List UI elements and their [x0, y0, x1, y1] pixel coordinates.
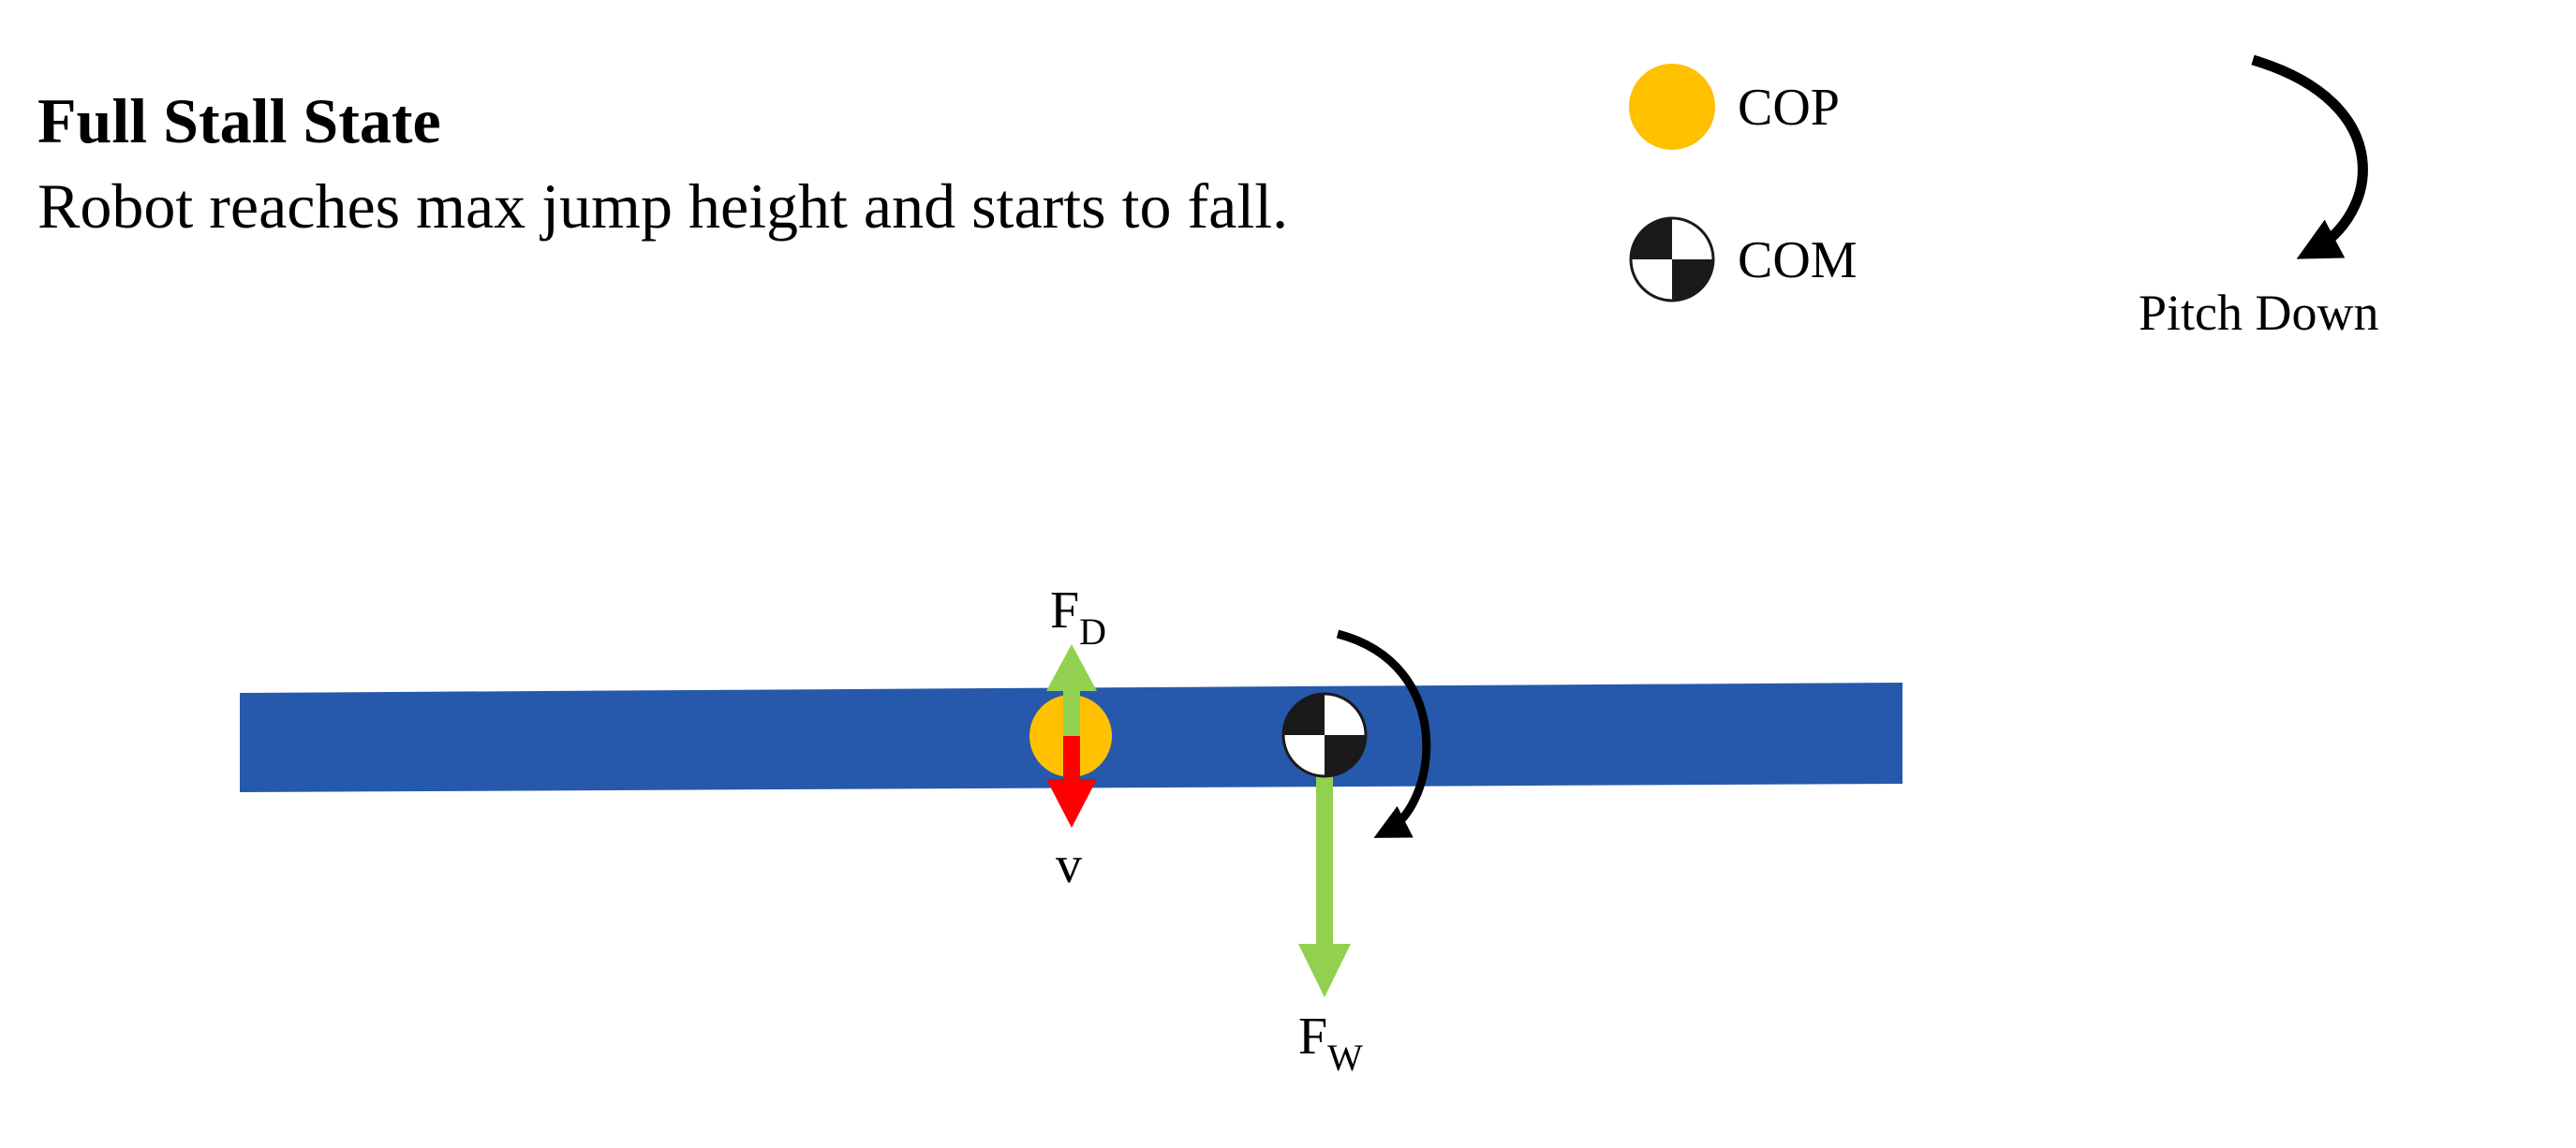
diagram-subtitle: Robot reaches max jump height and starts… — [37, 170, 1288, 242]
drag-force-subscript: D — [1079, 611, 1106, 653]
weight-force-symbol: F — [1298, 1008, 1327, 1066]
diagram-title: Full Stall State — [37, 85, 441, 156]
com-legend-icon — [1629, 216, 1715, 302]
drag-force-arrow — [1046, 644, 1097, 736]
velocity-label: v — [1056, 836, 1082, 894]
drag-force-label: FD — [1050, 581, 1106, 653]
weight-force-arrow — [1298, 737, 1351, 997]
pitch-down-arrow-icon — [2251, 54, 2368, 259]
velocity-arrow — [1046, 736, 1097, 828]
pitch-down-label: Pitch Down — [2139, 285, 2379, 341]
drag-force-symbol: F — [1050, 581, 1079, 640]
com-marker-icon — [1281, 692, 1368, 778]
weight-force-label: FW — [1298, 1008, 1363, 1079]
moment-arrow-icon — [1336, 629, 1431, 838]
weight-force-subscript: W — [1327, 1037, 1363, 1079]
cop-legend-icon — [1629, 64, 1715, 150]
cop-legend-label: COP — [1738, 79, 1840, 137]
com-legend-label: COM — [1738, 231, 1858, 289]
